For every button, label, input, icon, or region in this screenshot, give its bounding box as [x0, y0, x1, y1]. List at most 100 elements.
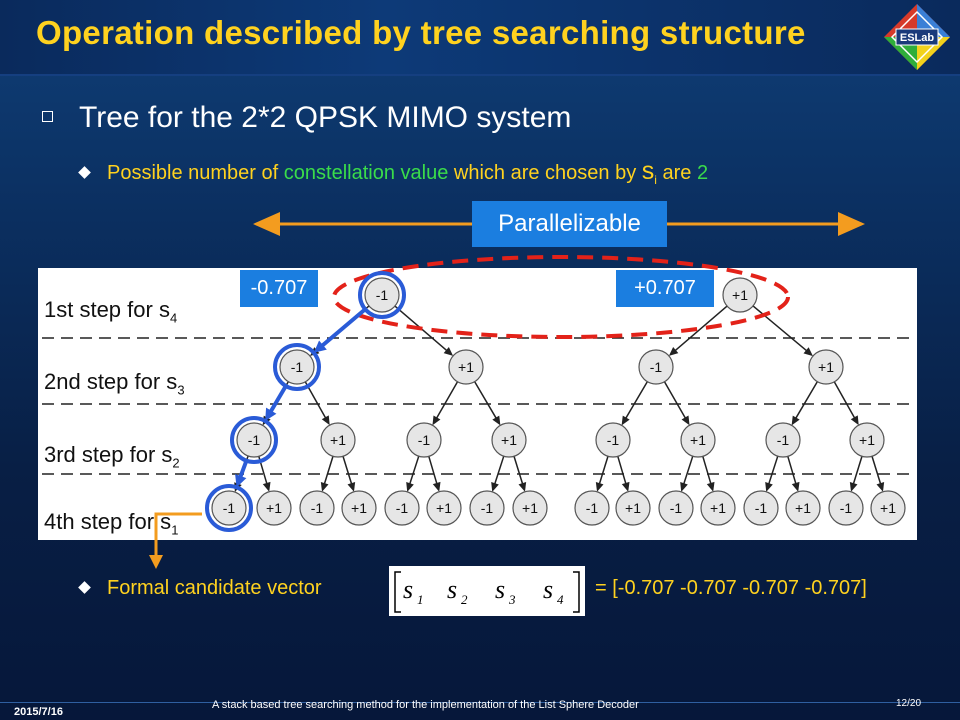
logo-text: ESLab	[900, 32, 935, 44]
tree-node-label: -1	[586, 500, 599, 516]
tree-node-label: -1	[418, 432, 431, 448]
tree-node-label: -1	[607, 432, 620, 448]
candidate-vector-value: = [-0.707 -0.707 -0.707 -0.707]	[595, 577, 867, 599]
bullet2-highlight: constellation value	[283, 162, 449, 184]
parallelizable-label: Parallelizable	[472, 201, 667, 247]
bullet2-s-symbol: s	[641, 157, 655, 185]
tree-node-label: -1	[777, 432, 790, 448]
page-number: 12/20	[896, 698, 922, 709]
tree-node	[765, 422, 801, 458]
tree-node	[595, 422, 631, 458]
tree-node-label: +1	[690, 432, 706, 448]
tree-node-label: +1	[732, 287, 748, 303]
selected-path-edge	[318, 307, 367, 350]
tree-node-label: +1	[522, 500, 538, 516]
tree-node	[785, 490, 821, 526]
tree-node	[743, 490, 779, 526]
vector-s2: s	[447, 575, 457, 604]
svg-text:4: 4	[557, 592, 564, 607]
tree-node	[236, 422, 272, 458]
candidate-vector-box: s 1 s 2 s 3 s 4	[389, 566, 585, 616]
footer-divider	[0, 702, 960, 703]
selected-node-ring	[205, 484, 253, 532]
tree-node	[700, 490, 736, 526]
tree-node-label: +1	[458, 359, 474, 375]
tree-node	[658, 490, 694, 526]
tree-node	[828, 490, 864, 526]
tree-node-label: +1	[501, 432, 517, 448]
tree-node-label: +1	[795, 500, 811, 516]
tree-node	[426, 490, 462, 526]
tree-node-label: +1	[710, 500, 726, 516]
square-bullet-icon	[42, 110, 53, 122]
tree-node	[638, 349, 674, 385]
bullet2-count: 2	[696, 162, 709, 184]
bullet2-part1: Possible number of	[107, 162, 284, 184]
tree-node-label: +1	[436, 500, 452, 516]
tree-node	[722, 277, 758, 313]
value-minus-box: -0.707	[240, 270, 318, 307]
tree-node-label: -1	[223, 500, 236, 516]
tree-node	[364, 277, 400, 313]
bullet2-part2: which are chosen by	[448, 162, 642, 184]
tree-node	[384, 490, 420, 526]
tree-node-label: -1	[291, 359, 304, 375]
tree-node-label: -1	[840, 500, 853, 516]
tree-node-label: +1	[818, 359, 834, 375]
bullet2-part3: are	[656, 162, 697, 184]
tree-node	[512, 490, 548, 526]
tree-node-label: -1	[311, 500, 324, 516]
bullet-tree-heading: Tree for the 2*2 QPSK MIMO system	[42, 101, 571, 135]
tree-node	[341, 490, 377, 526]
tree-node	[574, 490, 610, 526]
footer-text: A stack based tree searching method for …	[212, 699, 639, 711]
tree-node-label: -1	[248, 432, 261, 448]
tree-node-label: +1	[266, 500, 282, 516]
footer-date: 2015/7/16	[14, 706, 63, 718]
bullet2-s-subscript: i	[654, 173, 657, 187]
tree-node-label: -1	[755, 500, 768, 516]
tree-node	[320, 422, 356, 458]
tree-node	[279, 349, 315, 385]
tree-node	[256, 490, 292, 526]
slide-title: Operation described by tree searching st…	[36, 14, 806, 51]
tree-node	[808, 349, 844, 385]
bullet-constellation: Possible number of constellation value w…	[78, 157, 709, 187]
step-label-2: 2nd step for s3	[44, 369, 185, 398]
tree-node-label: -1	[376, 287, 389, 303]
tree-node-label: -1	[670, 500, 683, 516]
vector-s3: s	[495, 575, 505, 604]
value-plus-box: +0.707	[616, 270, 714, 307]
bullet1-text: Tree for the 2*2 QPSK MIMO system	[79, 101, 572, 134]
tree-node-label: +1	[625, 500, 641, 516]
tree-node-label: -1	[650, 359, 663, 375]
vector-s4: s	[543, 575, 553, 604]
svg-text:1: 1	[417, 592, 424, 607]
tree-node-label: -1	[481, 500, 494, 516]
diamond-bullet-icon	[78, 581, 91, 594]
selected-node-ring	[273, 343, 321, 391]
tree-node	[680, 422, 716, 458]
tree-node	[406, 422, 442, 458]
tree-node	[469, 490, 505, 526]
tree-node-label: -1	[396, 500, 409, 516]
bullet3-text: Formal candidate vector	[107, 577, 322, 599]
tree-node	[211, 490, 247, 526]
parallel-ellipse	[332, 255, 790, 339]
step-label-3: 3rd step for s2	[44, 442, 180, 471]
bullet-candidate-vector: Formal candidate vector	[78, 577, 322, 600]
tree-node-label: +1	[880, 500, 896, 516]
title-bar: Operation described by tree searching st…	[0, 0, 960, 76]
vector-s1: s	[403, 575, 413, 604]
tree-node-label: +1	[351, 500, 367, 516]
selected-node-ring	[358, 271, 406, 319]
tree-node	[849, 422, 885, 458]
selected-path-edge	[267, 384, 288, 416]
svg-text:3: 3	[508, 592, 516, 607]
tree-node	[870, 490, 906, 526]
tree-node-label: +1	[859, 432, 875, 448]
step-label-4: 4th step for s1	[44, 509, 179, 538]
tree-node	[491, 422, 527, 458]
